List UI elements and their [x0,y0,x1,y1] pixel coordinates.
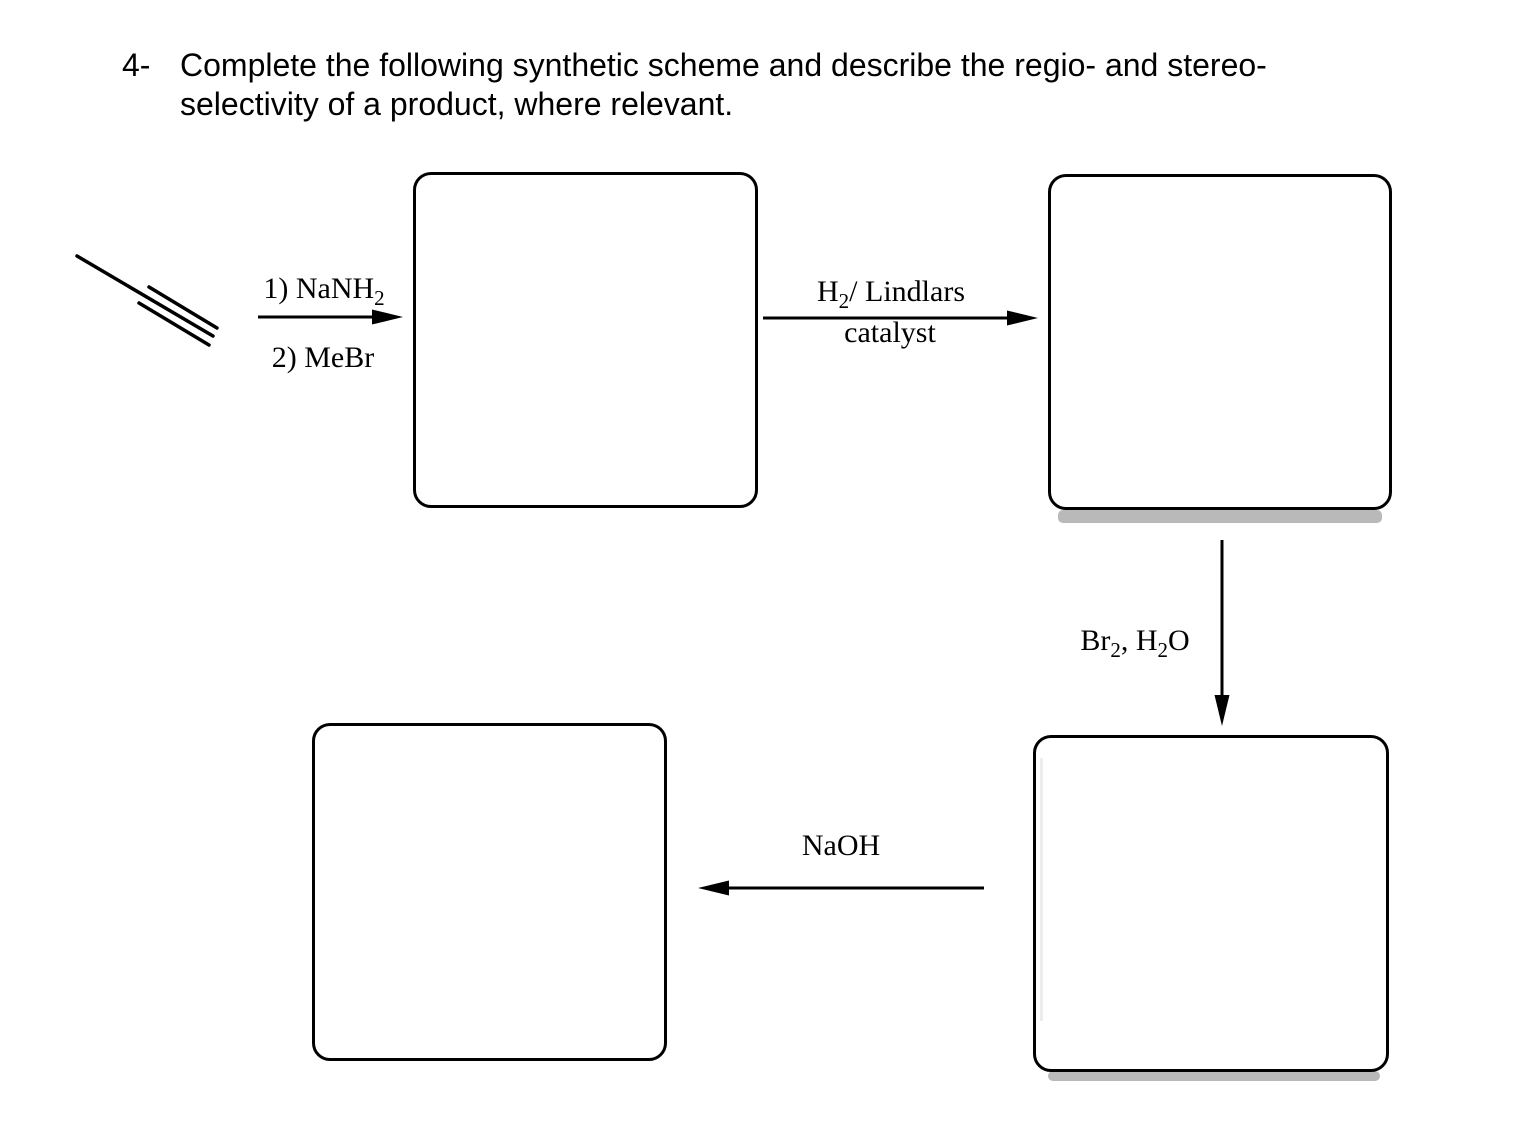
triple-bond-lower-line [137,301,211,347]
propyne-structure-icon [75,254,219,347]
step3-reagent-subscript: 2 [1110,638,1121,662]
step2-reagent-label2: catalyst [844,316,936,349]
step4-reaction-arrow [698,880,984,896]
step3-reagent-text3: O [1168,624,1190,657]
faint-guide-line [1040,758,1043,1021]
step3-reagent-subscript2: 2 [1157,638,1169,662]
answer-box-2[interactable] [1048,174,1392,510]
question-number: 4- [122,47,151,83]
arrow-head-left-icon [698,880,729,896]
step3-reaction-arrow [1214,540,1230,726]
step2-reagent-text2: / Lindlars [849,275,965,308]
box3-drop-shadow [1048,1071,1380,1081]
step2-reagent-text: H [817,275,839,308]
answer-box-1[interactable] [413,172,758,508]
step3-reagent-text2: , H [1120,624,1158,657]
step1-reaction-arrow [258,309,403,325]
page-title-line1: Complete the following synthetic scheme … [180,47,1267,83]
step2-reagent-label: H2/ Lindlars [817,275,965,312]
step3-reagent-text: Br [1080,624,1111,657]
arrow-head-right-icon [1007,310,1038,326]
step4-reagent-label: NaOH [801,829,881,862]
step2-reaction-arrow [763,310,1038,326]
step2-reagent-subscript: 2 [838,289,850,313]
answer-box-4[interactable] [312,723,667,1061]
step1-reagent-subscript: 2 [374,286,385,310]
answer-box-3[interactable] [1033,735,1389,1072]
arrow-head-down-icon [1214,695,1230,726]
step1-reagent-label2: 2) MeBr [271,341,375,374]
step1-reagent-label: 1) NaNH2 [263,272,384,309]
page-title-line2: selectivity of a product, where relevant… [180,86,734,122]
arrow-head-right-icon [372,309,403,325]
triple-bond-upper-line [147,285,219,330]
single-bond-and-center-line [75,254,215,338]
step1-reagent-text: 1) NaNH [263,272,375,305]
step3-reagent-label: Br2, H2O [1080,624,1190,661]
box2-drop-shadow [1058,510,1382,523]
